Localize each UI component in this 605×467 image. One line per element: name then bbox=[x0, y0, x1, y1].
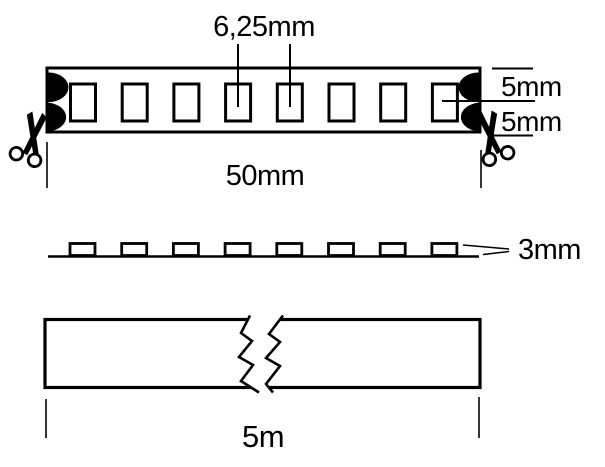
strip-outline bbox=[45, 66, 482, 134]
solder-pads bbox=[48, 72, 479, 132]
led-pitch-label: 6,25mm bbox=[213, 11, 315, 43]
led-chip bbox=[69, 82, 97, 123]
height-dimension-line-bottom bbox=[482, 250, 510, 256]
led-chip bbox=[327, 82, 356, 123]
width-upper-label: 5mm bbox=[501, 71, 562, 102]
scissors-ring bbox=[499, 145, 516, 161]
scissors-icon-left bbox=[8, 111, 47, 169]
led-chip bbox=[379, 82, 408, 123]
led-chips-side bbox=[68, 242, 459, 257]
led-chip bbox=[430, 242, 459, 257]
led-chip bbox=[171, 242, 200, 257]
scissors-blade bbox=[484, 110, 498, 158]
reel-view bbox=[43, 314, 482, 438]
scissors-blade bbox=[26, 111, 40, 159]
scissors-ring bbox=[481, 151, 498, 168]
led-chip bbox=[120, 82, 149, 123]
led-chip bbox=[327, 242, 355, 257]
solder-pad bbox=[458, 72, 479, 103]
total-length-label: 5m bbox=[241, 419, 285, 454]
led-chip bbox=[68, 242, 97, 257]
profile-height-label: 3mm bbox=[518, 234, 581, 266]
led-chip bbox=[430, 82, 459, 123]
top-view bbox=[8, 44, 535, 188]
break-gap-mask bbox=[239, 315, 283, 393]
scissors-ring bbox=[26, 152, 43, 169]
side-view bbox=[48, 242, 510, 258]
width-lower-label: 5mm bbox=[501, 106, 562, 137]
led-chip bbox=[172, 82, 201, 123]
scissors-icon-right bbox=[477, 110, 516, 168]
solder-pad bbox=[48, 102, 67, 132]
scissors-ring bbox=[8, 146, 25, 162]
break-zigzag-right bbox=[263, 314, 285, 394]
led-chip bbox=[378, 242, 407, 257]
solder-pad bbox=[48, 72, 69, 103]
led-chip bbox=[223, 242, 252, 257]
solder-pad bbox=[460, 102, 479, 132]
led-chip bbox=[275, 242, 304, 257]
break-zigzag-left bbox=[237, 314, 260, 394]
led-chip bbox=[120, 242, 149, 257]
height-dimension-line-top bbox=[462, 244, 510, 250]
cut-length-label: 50mm bbox=[225, 160, 305, 192]
